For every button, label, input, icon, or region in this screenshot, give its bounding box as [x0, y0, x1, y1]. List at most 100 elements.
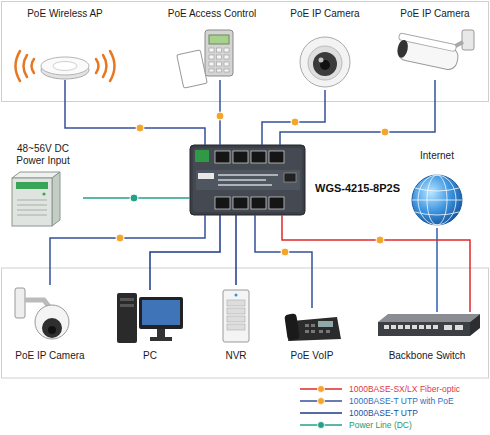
access-control-icon	[224, 69, 229, 72]
switch-icon	[284, 173, 296, 182]
power-supply-icon	[52, 172, 60, 226]
legend-row: 1000BASE-SX/LX Fiber-optic	[298, 383, 460, 395]
dome-camera-icon	[308, 46, 342, 80]
backbone-switch-icon	[384, 325, 389, 329]
internet-globe-icon	[415, 188, 459, 191]
access-control-icon	[209, 62, 214, 66]
access-control-icon	[224, 62, 229, 66]
power-supply-icon	[17, 205, 47, 206]
switch-icon	[218, 179, 266, 181]
voip-phone-icon	[319, 330, 323, 333]
access-control-icon	[224, 55, 229, 59]
pc-icon	[142, 300, 180, 325]
backbone-switch-icon	[384, 325, 463, 330]
wireless-ap-icon	[24, 55, 28, 77]
voip-phone: PoE VoIP	[277, 308, 347, 362]
network-link	[282, 215, 470, 312]
nvr-icon	[227, 308, 245, 314]
wireless-ap-icon	[53, 62, 77, 71]
access-control-icon	[209, 55, 214, 59]
bullet-camera-icon	[462, 30, 474, 50]
ptz-camera-icon	[35, 305, 69, 339]
wireless-ap: PoE Wireless AP	[19, 8, 111, 80]
wireless-ap-icon	[16, 51, 115, 81]
legend-dot	[318, 386, 325, 393]
internet-globe-icon	[412, 175, 462, 225]
wireless-ap-icon	[110, 51, 115, 81]
voip-phone-icon	[326, 330, 330, 333]
link-dot	[116, 234, 124, 242]
pc-icon	[139, 297, 183, 329]
dome-camera-icon	[319, 58, 324, 63]
backbone-switch-icon	[391, 325, 396, 329]
legend-row: Power Line (DC)	[298, 419, 460, 431]
wireless-ap-icon	[32, 59, 35, 73]
access-control-icon	[217, 69, 222, 72]
access-control-icon	[209, 69, 214, 72]
pc-icon	[117, 293, 183, 343]
ptz-camera-icon	[42, 318, 62, 338]
wireless-ap-icon	[41, 57, 89, 75]
backbone-switch-icon	[378, 322, 470, 336]
switch-icon	[215, 151, 230, 163]
ip-camera: PoE IP Camera	[284, 8, 366, 90]
link-dot	[281, 248, 289, 256]
legend-text: Power Line (DC)	[349, 420, 412, 431]
voip-phone-icon	[284, 313, 300, 340]
access-control-icon	[209, 48, 229, 72]
link-dot	[381, 128, 389, 136]
device-label: 48~56V DC Power Input	[3, 143, 83, 167]
power-supply-icon	[42, 192, 45, 195]
access-control-icon	[205, 30, 233, 76]
poe-switch: WGS-4215-8P2S	[190, 145, 305, 215]
bullet-camera-icon	[394, 33, 460, 71]
power-input: 48~56V DC Power Input	[3, 143, 83, 231]
backbone-switch-icon	[378, 314, 480, 322]
ip-camera: PoE IP Camera	[394, 8, 476, 80]
nvr-icon	[227, 300, 245, 330]
legend-dot	[318, 422, 325, 429]
access-control: PoE Access Control	[160, 8, 264, 80]
device-label: Backbone Switch	[389, 350, 466, 362]
nvr-icon	[223, 290, 249, 342]
backbone-switch-icon	[455, 325, 463, 330]
switch-icon	[233, 197, 248, 209]
voip-phone-icon	[318, 321, 333, 327]
backbone-switch-icon	[444, 325, 452, 330]
internet-cloud: Internet	[407, 150, 467, 228]
power-supply-icon	[16, 182, 48, 189]
legend-text: 1000BASE-T UTP with PoE	[349, 396, 454, 407]
access-control-icon	[217, 48, 222, 52]
pc-icon	[117, 293, 137, 343]
device-label: PoE Wireless AP	[27, 8, 103, 20]
ptz-camera-icon	[15, 288, 25, 318]
access-control-icon	[217, 55, 222, 59]
power-supply-icon	[17, 210, 47, 211]
backbone-switch-icon	[433, 325, 438, 329]
voip-phone-icon	[311, 330, 315, 333]
nvr-icon	[227, 316, 245, 322]
network-link	[255, 215, 312, 308]
legend-line	[300, 412, 342, 414]
wireless-ap-icon	[103, 55, 107, 77]
device-label: PoE Access Control	[168, 8, 256, 20]
ptz-camera-icon	[48, 326, 56, 334]
backbone-switch-icon	[419, 325, 424, 329]
pc-icon	[120, 298, 134, 301]
dome-camera-icon	[300, 37, 350, 87]
wireless-ap-icon	[16, 51, 115, 81]
power-supply-icon	[12, 172, 60, 226]
switch-icon	[196, 170, 300, 190]
voip-phone-icon	[305, 324, 330, 333]
link-dot	[376, 236, 384, 244]
internet-globe-icon	[412, 175, 462, 225]
backbone-switch-icon	[412, 325, 417, 329]
internet-globe-icon	[412, 200, 462, 201]
access-control-icon	[177, 50, 208, 88]
voip-phone-icon	[305, 330, 309, 333]
legend: 1000BASE-SX/LX Fiber-optic1000BASE-T UTP…	[298, 383, 460, 431]
network-link	[50, 215, 205, 285]
device-label: PC	[143, 350, 157, 362]
access-control-icon	[209, 35, 229, 44]
